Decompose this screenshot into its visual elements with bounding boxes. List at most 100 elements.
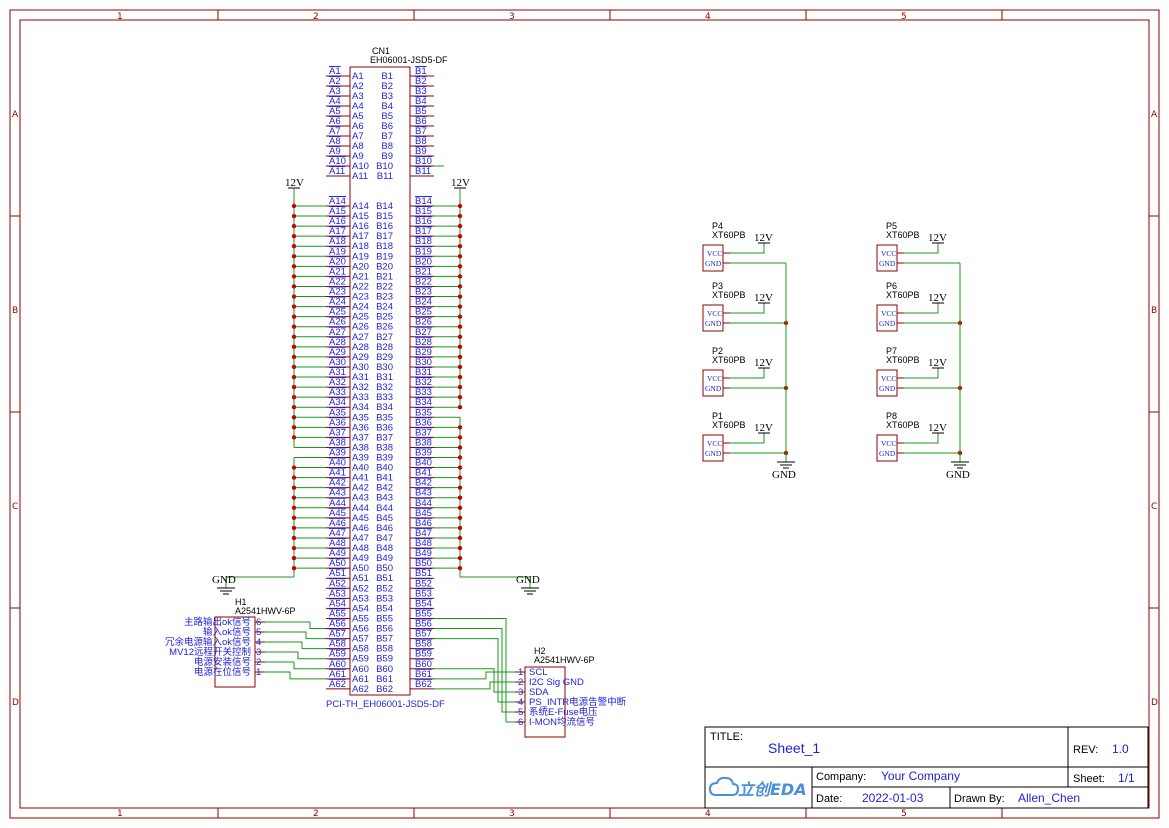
xt60-vcc-label: VCC — [707, 439, 722, 448]
cn1-pin-label: A55 — [352, 613, 369, 624]
junction-dot — [457, 223, 463, 229]
cn1-pin-label: A43 — [352, 493, 369, 504]
cn1-pin-name: B38 — [415, 437, 432, 448]
outer-frame — [9, 9, 1160, 819]
junction-dot — [291, 415, 297, 420]
xt60-vcc-label: VCC — [707, 249, 722, 258]
cn1-pin-label: A51 — [352, 573, 369, 584]
cn1-pin-name: A57 — [329, 629, 346, 640]
cn1-pin-name: A8 — [329, 136, 341, 147]
h1-wire — [265, 631, 326, 640]
xt60-value: XT60PB — [712, 420, 746, 430]
xt60-12v-label: 12V — [754, 357, 773, 369]
xt60-ref: P4 — [712, 221, 723, 231]
cn1-pin-name: A37 — [329, 427, 346, 438]
cn1-pin-name: A45 — [329, 508, 346, 519]
cn1-pin-name: A6 — [329, 116, 341, 127]
xt60-vcc-label: VCC — [881, 309, 896, 318]
junction-dot — [291, 324, 297, 329]
cn1-pin-label: A14 — [352, 201, 369, 212]
xt60-gnd-label: GND — [879, 384, 896, 393]
drawn-by-label: Drawn By: — [954, 793, 1005, 805]
cn1-pin-label: B44 — [376, 503, 393, 514]
cn1-pin-name: A10 — [329, 156, 346, 167]
cn1-pin-name: B37 — [415, 427, 432, 438]
cn1-pin-label: A2 — [352, 81, 364, 92]
cn1-pin-label: B54 — [376, 603, 393, 614]
xt60-12v-wire — [730, 243, 765, 254]
h1-pin-number: 5 — [256, 627, 261, 638]
h1-ref: H1 — [235, 597, 247, 607]
h1-pin-label: 主路输出ok信号 — [184, 616, 251, 628]
xt60-gnd-label: GND — [879, 259, 896, 268]
cn1-pin-name: B43 — [415, 488, 432, 499]
cn1-pin-label: A37 — [352, 432, 369, 443]
cn1-pin-label: A58 — [352, 644, 369, 655]
cn1-pin-label: B55 — [376, 613, 393, 624]
cn1-pin-name: B59 — [415, 649, 432, 660]
cn1-pin-name: A9 — [329, 146, 341, 157]
xt60-value: XT60PB — [712, 290, 746, 300]
cn1-pin-label: B15 — [376, 211, 393, 222]
cn1-pin-name: B40 — [415, 458, 432, 469]
header-h1[interactable]: H1 A2541HWV-6P 6主路输出ok信号5输入ok信号4冗余电源输入ok… — [165, 597, 326, 688]
cn1-pin-name: B49 — [415, 548, 432, 559]
title-label: TITLE: — [710, 731, 743, 743]
cn1-pin-name: B17 — [415, 226, 432, 237]
h1-wire — [265, 651, 326, 660]
cn1-pin-name: A2 — [329, 76, 341, 87]
cn1-pin-label: B41 — [376, 473, 393, 484]
cn1-pin-label: A15 — [352, 211, 369, 222]
cn1-pin-label: A6 — [352, 121, 364, 132]
cn1-pin-label: B17 — [376, 231, 393, 242]
xt60-vcc-label: VCC — [881, 439, 896, 448]
xt60-ref: P5 — [886, 221, 897, 231]
cn1-pin-label: A61 — [352, 674, 369, 685]
cn1-pin-label: B28 — [376, 342, 393, 353]
cn1-pin-label: A19 — [352, 251, 369, 262]
cn1-pin-name: B7 — [415, 126, 427, 137]
h2-value: A2541HWV-6P — [534, 655, 595, 665]
cn1-pin-label: B21 — [376, 271, 393, 282]
cn1-pin-label: A41 — [352, 473, 369, 484]
frame-col-label: 5 — [901, 809, 907, 819]
cn1-pin-label: B14 — [376, 201, 393, 212]
cn1-pin-label: A46 — [352, 523, 369, 534]
cn1-pin-label: A27 — [352, 332, 369, 343]
junction-dot — [457, 435, 463, 440]
cn1-pin-name: B53 — [415, 588, 432, 599]
junction-dot — [291, 354, 297, 360]
xt60-vcc-label: VCC — [707, 309, 722, 318]
cn1-pin-name: A19 — [329, 246, 346, 257]
h2-pin-number: 5 — [518, 707, 523, 718]
rev-value: 1.0 — [1112, 742, 1129, 756]
cn1-pin-name: A26 — [329, 317, 346, 328]
cn1-pin-name: B8 — [415, 136, 427, 147]
frame-row-label: C — [12, 502, 18, 512]
junction-dot — [291, 223, 297, 229]
cn1-pin-label: A57 — [352, 634, 369, 645]
junction-dot — [457, 555, 463, 561]
junction-dot — [457, 465, 463, 470]
xt60-body — [876, 434, 898, 462]
cn1-pin-name: A43 — [329, 488, 346, 499]
cn1-pin-label: A3 — [352, 91, 364, 102]
frame-col-label: 3 — [509, 809, 515, 819]
cn1-pin-label: A56 — [352, 624, 369, 635]
cn1-pin-label: A40 — [352, 463, 369, 474]
junction-dot — [457, 515, 463, 521]
cn1-pin-label: A8 — [352, 141, 364, 152]
xt60-12v-label: 12V — [928, 292, 947, 304]
junction-dot — [291, 435, 297, 440]
cn1-pin-label: A31 — [352, 372, 369, 383]
h2-pin-label: I2C Sig GND — [529, 677, 584, 688]
junction-dot — [291, 545, 297, 551]
